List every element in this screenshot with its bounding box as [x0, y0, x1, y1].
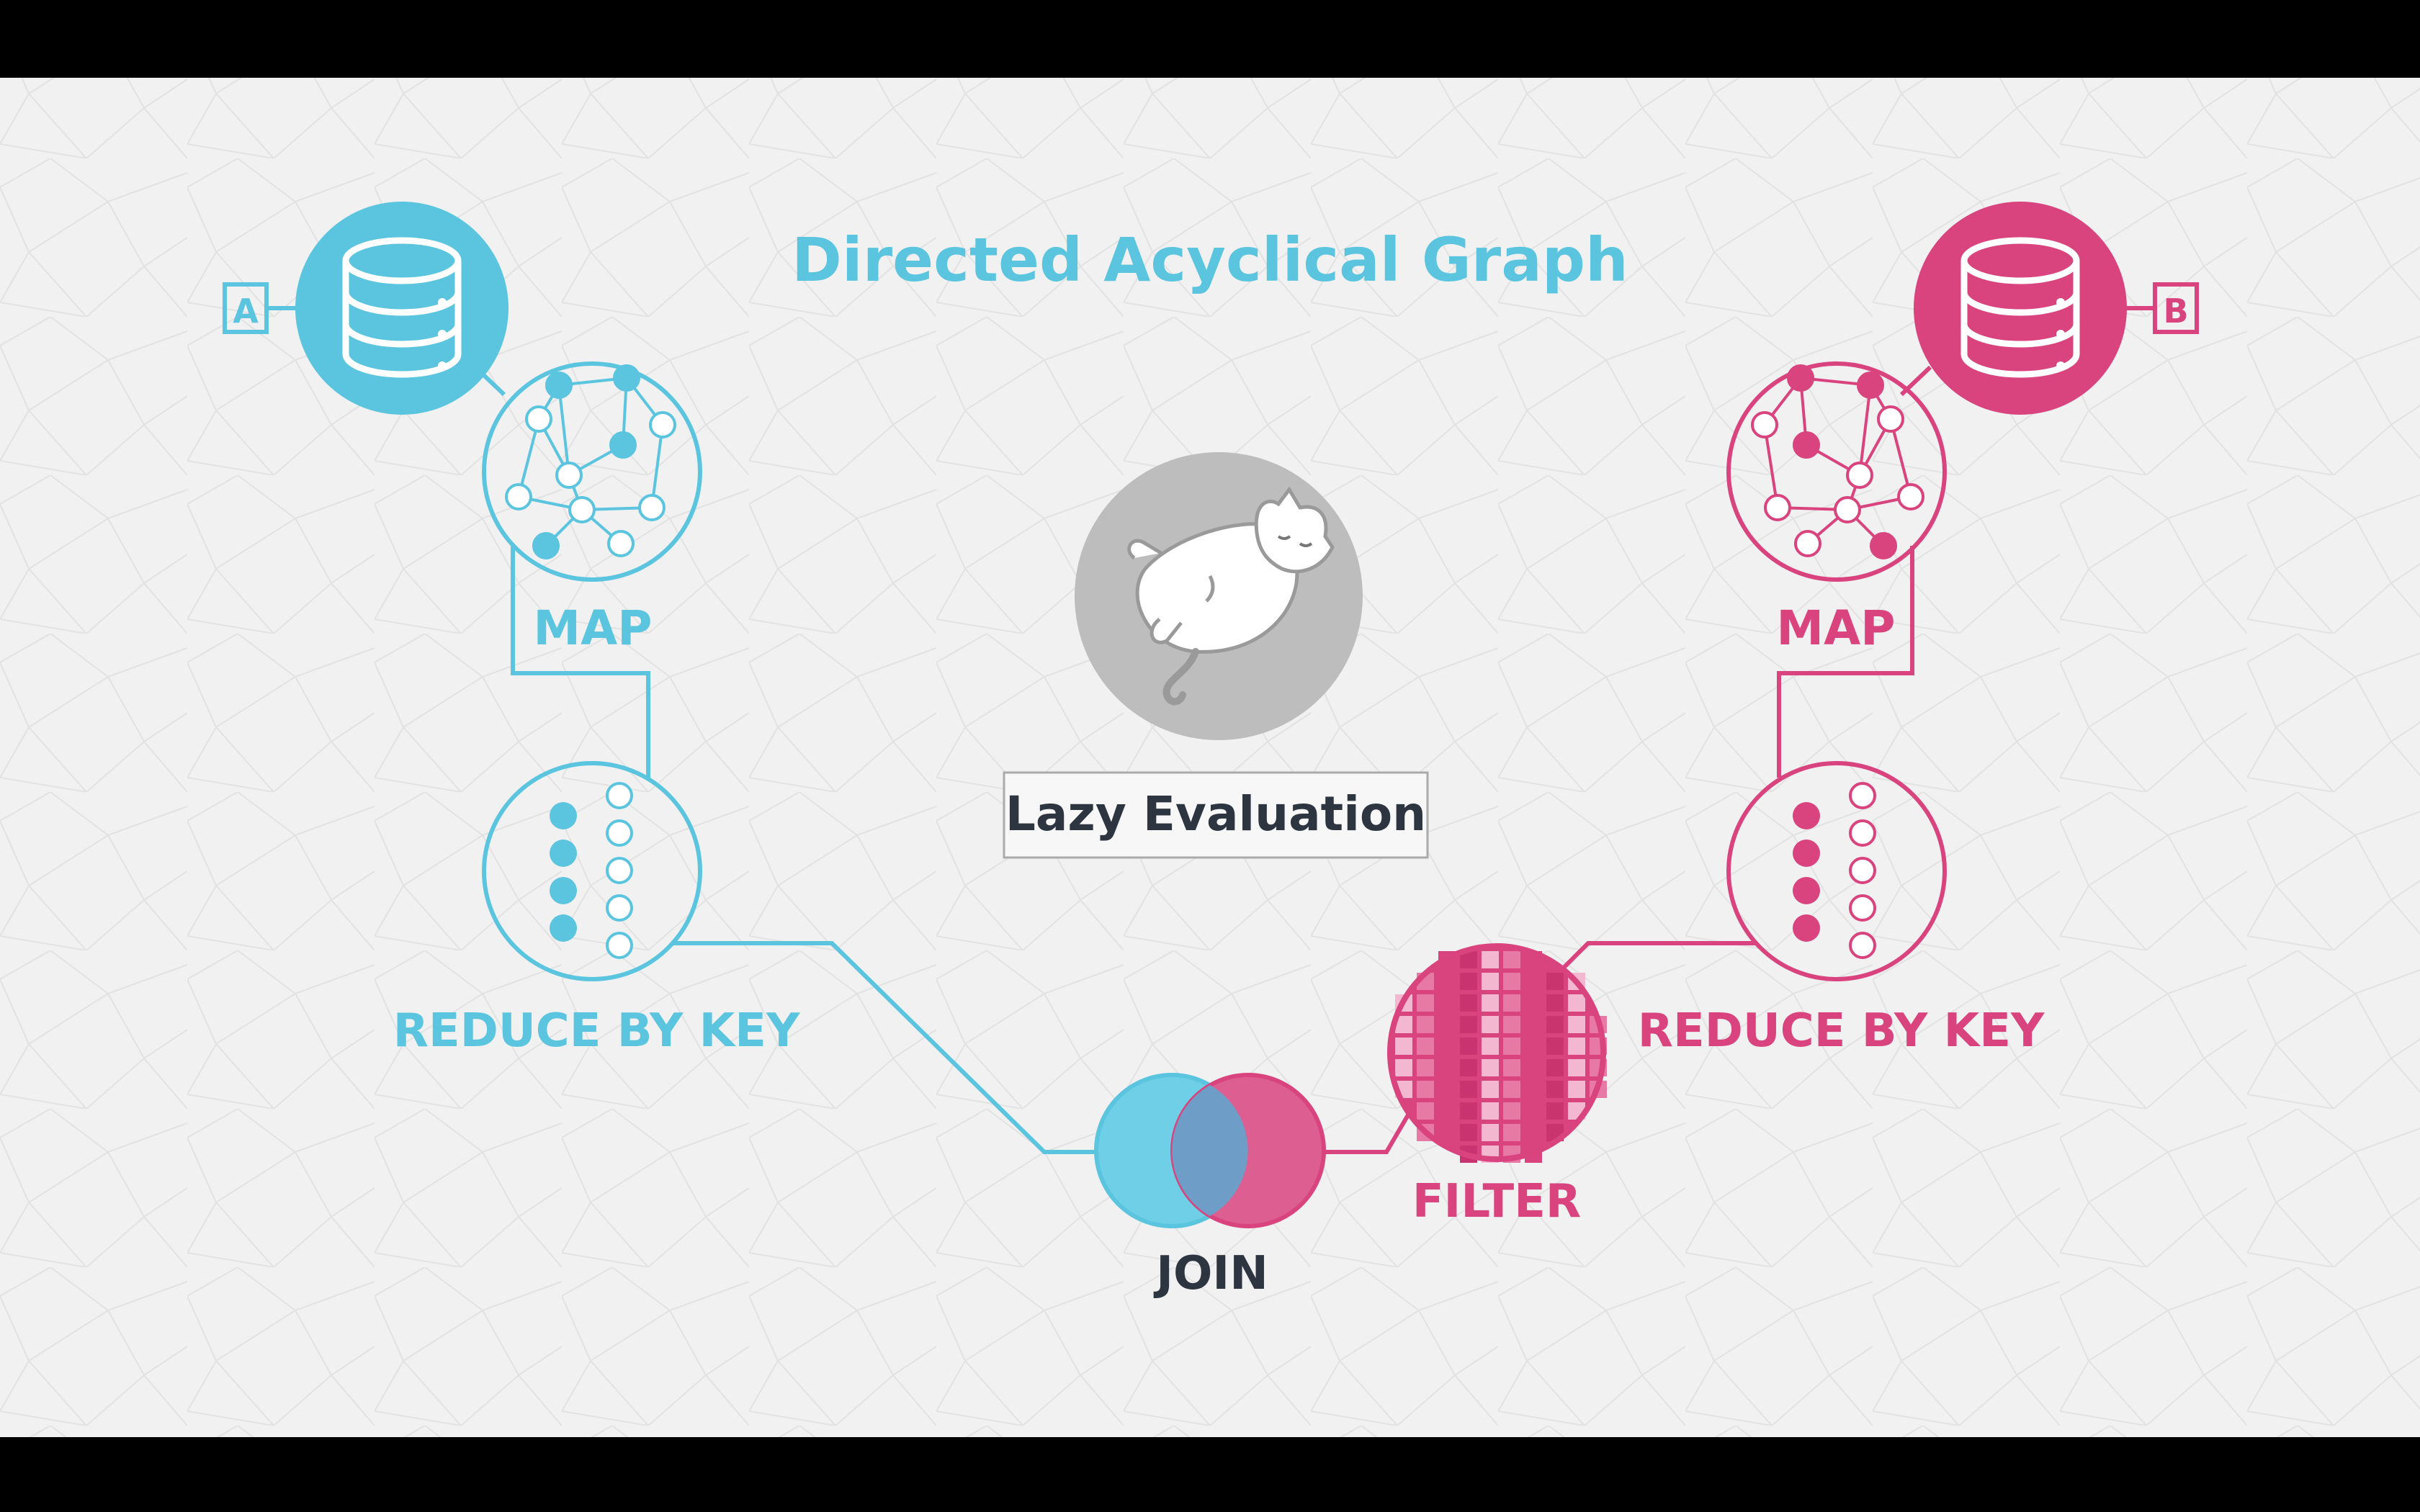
filter-grid-cell [1546, 994, 1564, 1012]
filter-grid-cell [1525, 1081, 1542, 1098]
filter-grid-cell [1568, 1081, 1585, 1098]
svg-text:B: B [2163, 292, 2188, 330]
map-label-left: MAP [533, 600, 652, 656]
filter-grid-cell [1438, 973, 1456, 990]
filter-grid-cell [1568, 1038, 1585, 1055]
filter-grid-cell [1482, 1102, 1499, 1120]
filter-grid-cell [1460, 1016, 1477, 1033]
filter-grid-cell [1525, 1124, 1542, 1141]
filter-grid-cell [1568, 1016, 1585, 1033]
filter-grid-cell [1546, 1038, 1564, 1055]
filter-grid-cell [1482, 951, 1499, 968]
filter-grid-cell [1460, 973, 1477, 990]
filter-grid-cell [1438, 994, 1456, 1012]
grid-filter-icon [1387, 943, 1607, 1163]
network-graph-icon [482, 361, 702, 582]
filter-grid-cell [1438, 1102, 1456, 1120]
filter-grid-cell [1438, 1081, 1456, 1098]
left-connectors [268, 306, 1095, 1154]
filter-grid-cell [1568, 994, 1585, 1012]
join-label: JOIN [1153, 1247, 1268, 1300]
filter-grid-cell [1395, 1059, 1412, 1076]
filter-grid-cell [1503, 1016, 1520, 1033]
filter-grid-cell [1438, 1016, 1456, 1033]
filter-grid-cell [1438, 1038, 1456, 1055]
map-label-right: MAP [1776, 600, 1895, 656]
filter-grid-cell [1503, 1081, 1520, 1098]
filter-grid-cell [1503, 1124, 1520, 1141]
filter-grid-cell [1482, 1038, 1499, 1055]
right-connectors [1325, 306, 2154, 1154]
filter-grid-cell [1503, 951, 1520, 968]
filter-grid-cell [1460, 994, 1477, 1012]
filter-grid-cell [1438, 1124, 1456, 1141]
filter-grid-cell [1546, 1102, 1564, 1120]
top-letterbox [0, 0, 2420, 78]
filter-grid-cell [1460, 1081, 1477, 1098]
filter-grid-cell [1546, 973, 1564, 990]
filter-grid-cell [1482, 1081, 1499, 1098]
filter-grid-cell [1503, 1059, 1520, 1076]
dots-columns-icon [1726, 761, 1947, 981]
lazy-evaluation-box: Lazy Evaluation [1003, 771, 1429, 859]
filter-grid-cell [1525, 1016, 1542, 1033]
filter-grid-cell [1460, 1059, 1477, 1076]
filter-grid-cell [1568, 1059, 1585, 1076]
filter-grid-cell [1460, 1124, 1477, 1141]
database-icon [1914, 202, 2127, 415]
filter-grid-cell [1417, 1059, 1434, 1076]
filter-grid-cell [1525, 1038, 1542, 1055]
filter-grid-cell [1460, 1038, 1477, 1055]
filter-grid-cell [1417, 1102, 1434, 1120]
filter-grid-cell [1525, 994, 1542, 1012]
filter-grid-cell [1525, 973, 1542, 990]
bottom-letterbox [0, 1437, 2420, 1512]
reduce-label-left: REDUCE BY KEY [393, 1004, 800, 1058]
filter-grid-cell [1417, 1038, 1434, 1055]
filter-grid-cell [1460, 1102, 1477, 1120]
source-tag-a: A [223, 282, 269, 334]
filter-label: FILTER [1412, 1175, 1581, 1228]
database-icon [295, 202, 508, 415]
filter-grid-cell [1438, 1059, 1456, 1076]
venn-diagram-icon [1094, 1073, 1326, 1228]
filter-grid-cell [1525, 1059, 1542, 1076]
filter-grid-cell [1482, 994, 1499, 1012]
filter-grid-cell [1546, 1016, 1564, 1033]
dots-columns-icon [482, 761, 702, 981]
filter-grid-cell [1482, 973, 1499, 990]
source-tag-b: B [2153, 282, 2199, 334]
svg-text:A: A [233, 292, 259, 330]
filter-grid-cell [1417, 1016, 1434, 1033]
filter-grid-cell [1546, 1059, 1564, 1076]
filter-grid-cell [1503, 1102, 1520, 1120]
diagram-title: Directed Acyclical Graph [792, 225, 1628, 295]
lazy-evaluation-label: Lazy Evaluation [1005, 786, 1426, 842]
filter-grid-cell [1546, 1081, 1564, 1098]
filter-grid-cell [1482, 1124, 1499, 1141]
network-graph-icon [1726, 361, 1947, 582]
sleeping-cat-icon [1075, 452, 1363, 740]
reduce-label-right: REDUCE BY KEY [1638, 1004, 2045, 1058]
filter-grid-cell [1503, 994, 1520, 1012]
filter-grid-cell [1503, 973, 1520, 990]
filter-grid-cell [1482, 1059, 1499, 1076]
filter-grid-cell [1417, 994, 1434, 1012]
filter-grid-cell [1417, 1081, 1434, 1098]
filter-grid-cell [1395, 1038, 1412, 1055]
filter-grid-cell [1525, 1102, 1542, 1120]
filter-grid-cell [1482, 1016, 1499, 1033]
filter-grid-cell [1503, 1038, 1520, 1055]
